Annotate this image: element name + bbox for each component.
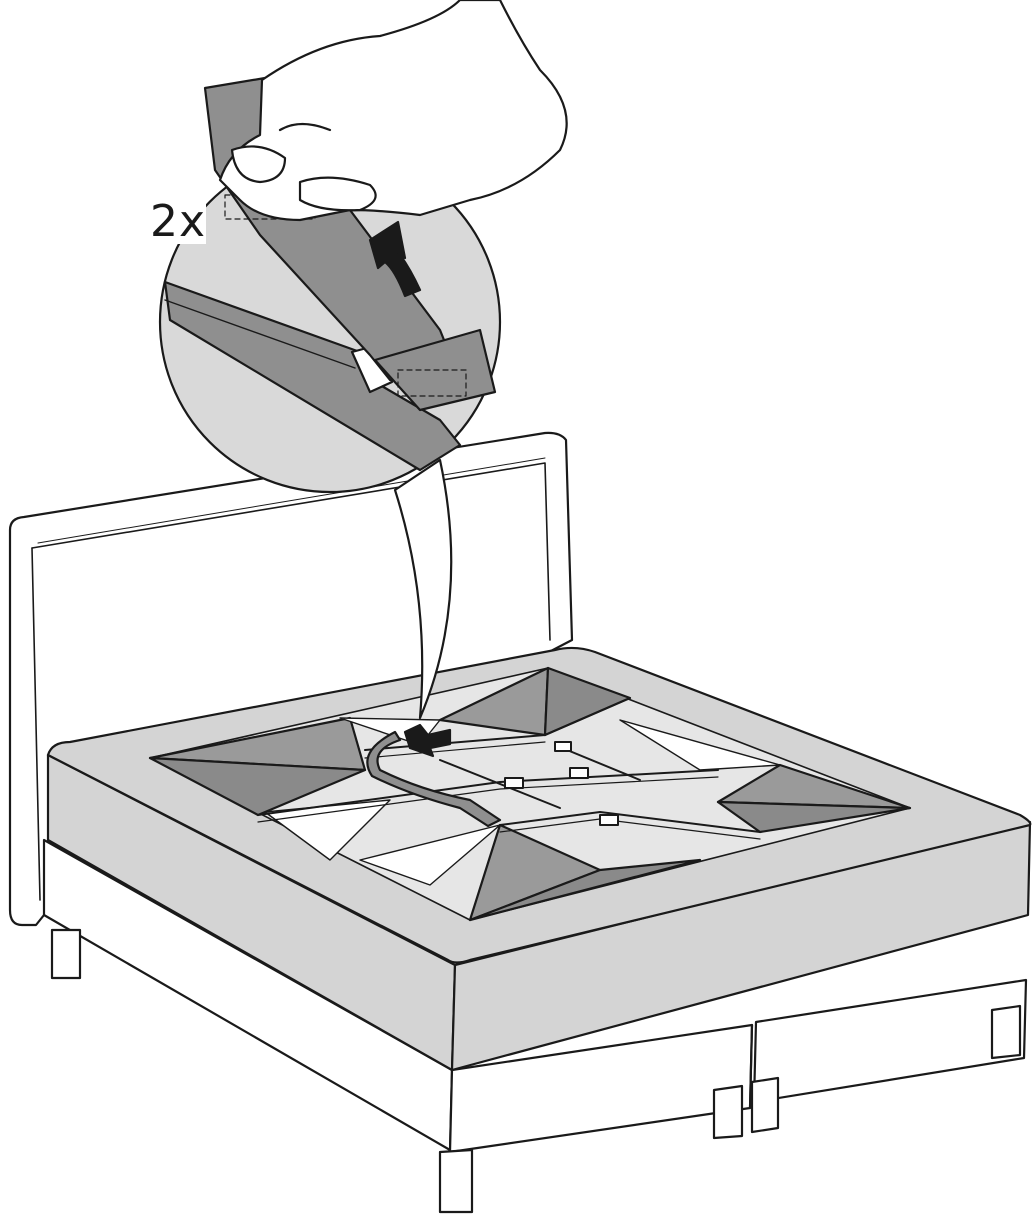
leg-back-left — [52, 930, 80, 978]
hand-left — [220, 0, 567, 220]
leg-front-right — [992, 1006, 1020, 1058]
quantity-label: 2x — [150, 200, 206, 244]
leg-front-left — [440, 1150, 472, 1212]
leg-front-mid-a — [714, 1086, 742, 1138]
leg-front-mid-b — [752, 1078, 778, 1132]
